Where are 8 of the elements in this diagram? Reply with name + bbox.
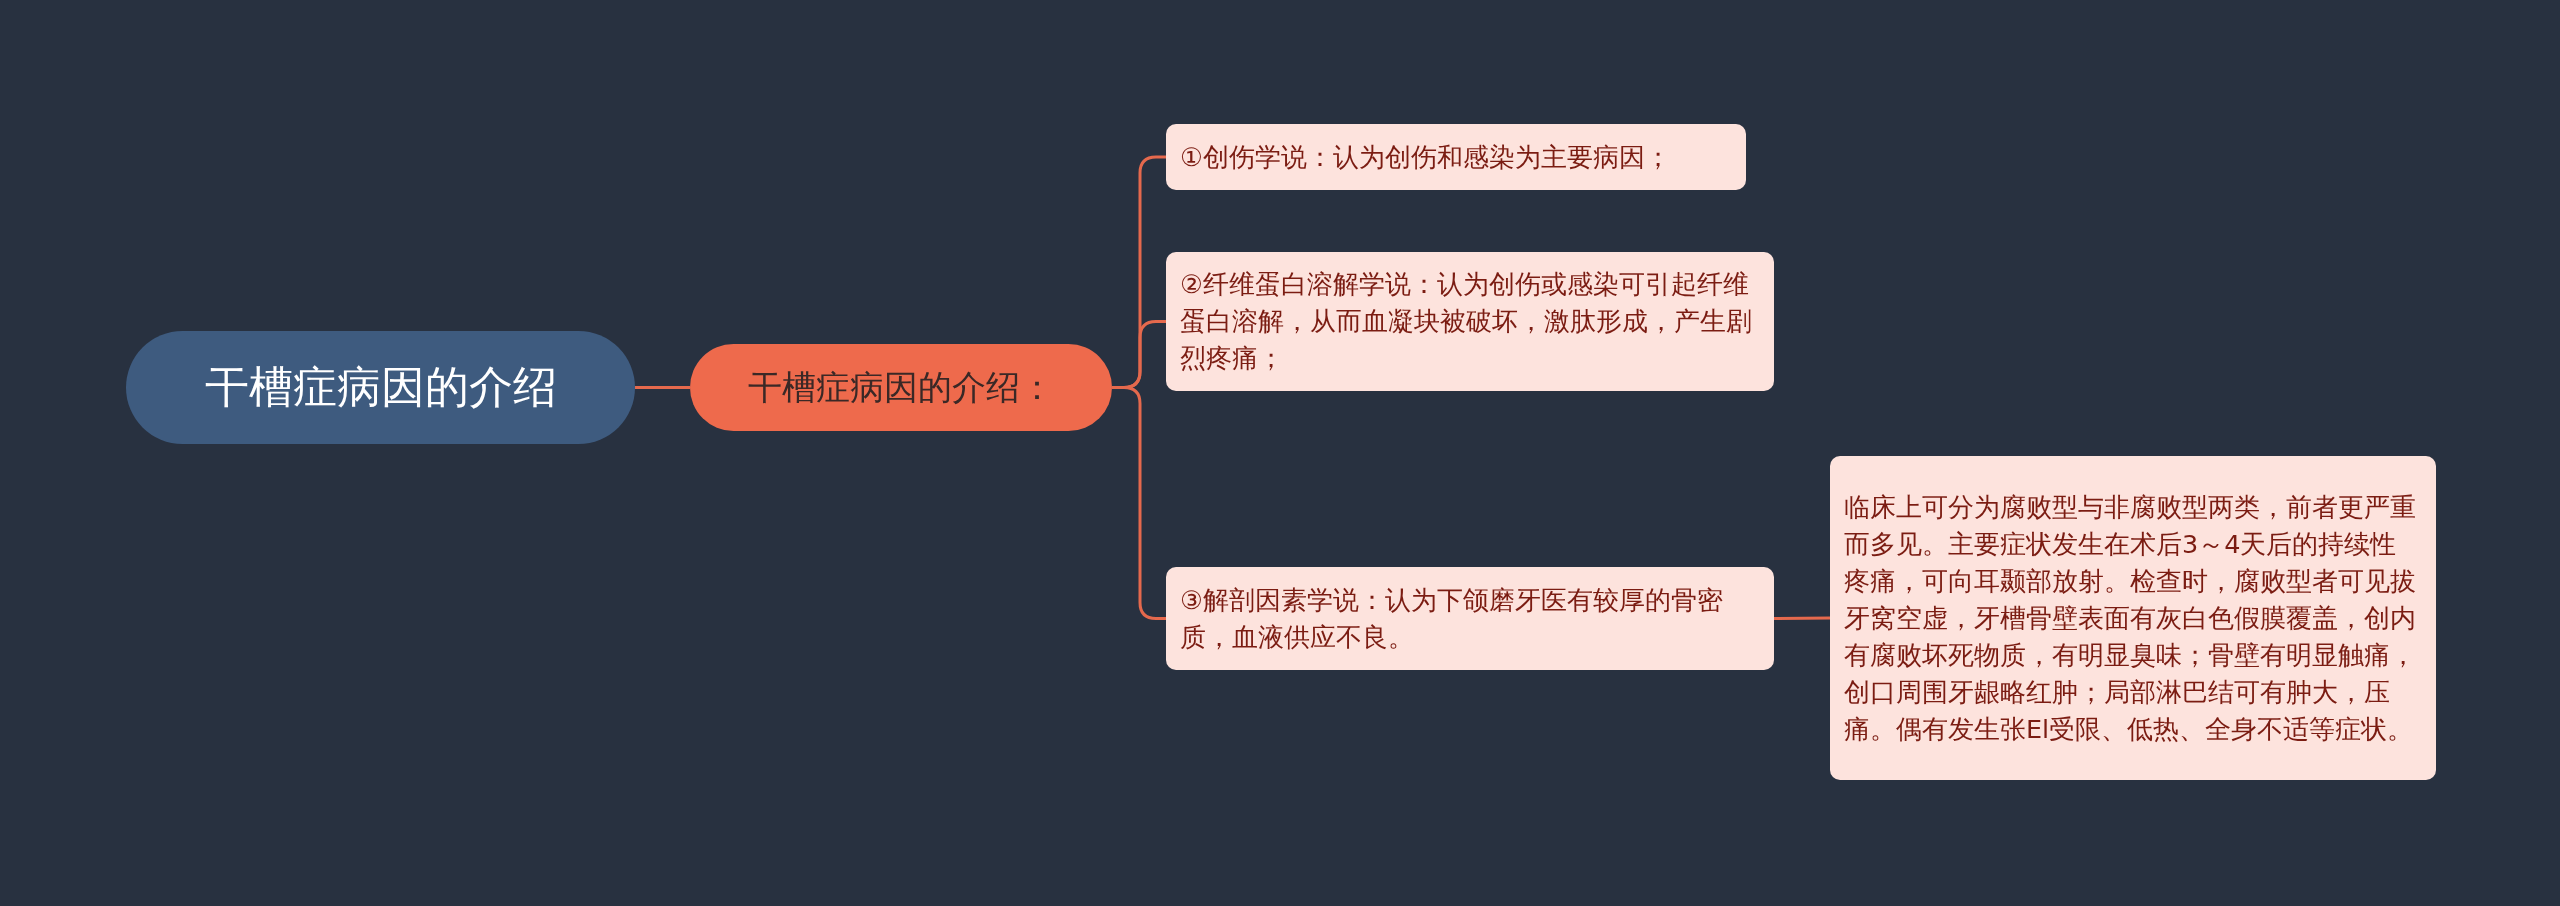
topic-box: 干槽症病因的介绍 bbox=[126, 331, 635, 444]
text-box: ③解剖因素学说：认为下颌磨牙医有较厚的骨密质，血液供应不良。 bbox=[1166, 567, 1774, 670]
subtopic-box: 干槽症病因的介绍： bbox=[690, 344, 1112, 431]
text-box: 临床上可分为腐败型与非腐败型两类，前者更严重而多见。主要症状发生在术后3～4天后的持续性疼痛，可向耳颞部放射。检查时，腐败型者可见拔牙窝空虚，牙槽骨壁表面有灰白色假膜覆盖，创内有腐败坏死物质，有明显臭味；骨壁有明显触痛，创口周围牙龈略红肿；局部淋巴结可有肿大，压痛。偶有发生张El受限、低热、全身不适等症状。 bbox=[1830, 456, 2436, 780]
text-box: ②纤维蛋白溶解学说：认为创伤或感染可引起纤维蛋白溶解，从而血凝块被破坏，激肽形成，产生剧烈疼痛； bbox=[1166, 252, 1774, 391]
connector-line bbox=[635, 386, 690, 389]
connector-line bbox=[1774, 616, 1830, 620]
text-box: ①创伤学说：认为创伤和感染为主要病因； bbox=[1166, 124, 1746, 190]
